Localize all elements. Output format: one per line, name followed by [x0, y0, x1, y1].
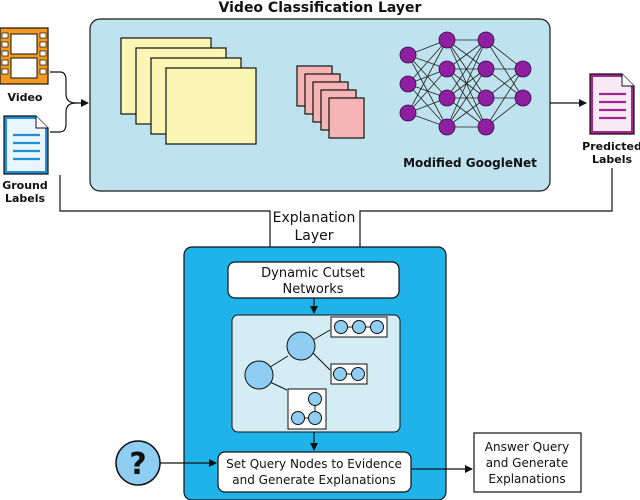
dynamic-cutset-networks-title-line2: Networks — [282, 282, 343, 297]
leaf-node — [352, 320, 366, 334]
neuron — [399, 75, 417, 93]
input-connectors — [50, 71, 89, 133]
video-classification-layer-title: Video Classification Layer — [219, 0, 422, 16]
neural-network-edge — [407, 39, 448, 85]
answer-query-line2: and Generate — [486, 456, 568, 470]
answer-query-line3: Explanations — [488, 472, 565, 486]
ground-labels-label-line2: Labels — [5, 192, 46, 205]
yellow-feature-maps — [120, 37, 257, 145]
neuron — [399, 104, 417, 122]
pink-feature-map-5 — [328, 97, 365, 139]
dynamic-cutset-networks-title-line1: Dynamic Cutset — [261, 266, 365, 281]
neural-network-edge — [446, 39, 487, 128]
video-icon — [0, 27, 49, 85]
neuron — [477, 118, 495, 136]
ground-labels-document-icon — [3, 115, 49, 175]
leaf-node — [333, 367, 347, 381]
leaf-node — [351, 367, 365, 381]
neuron — [438, 89, 456, 107]
predicted-labels-label-line2: Labels — [592, 153, 633, 166]
leaf-node — [370, 320, 384, 334]
ground-labels-label-line1: Ground — [2, 179, 48, 192]
neural-network-edge — [485, 68, 524, 128]
neuron — [477, 89, 495, 107]
neuron — [514, 60, 532, 78]
cutset-root-node — [244, 360, 274, 390]
neuron — [438, 118, 456, 136]
answer-query-line1: Answer Query — [485, 440, 569, 454]
video-label: Video — [8, 91, 43, 104]
leaf-node — [334, 320, 348, 334]
neural-network-edge — [407, 39, 448, 114]
neural-network-nodes — [399, 31, 532, 136]
neuron — [514, 89, 532, 107]
svg-text:?: ? — [129, 447, 146, 482]
set-query-nodes-line1: Set Query Nodes to Evidence — [226, 457, 402, 471]
neural-network-edge — [446, 39, 487, 99]
explanation-input-connectors — [59, 168, 613, 257]
leaf-node — [291, 411, 305, 425]
leaf-node — [308, 392, 322, 406]
cutset-tree-panel — [231, 314, 401, 433]
predicted-labels-label-line1: Predicted — [582, 140, 640, 153]
neuron — [477, 31, 495, 49]
set-query-nodes-line2: and Generate Explanations — [232, 473, 395, 487]
neural-network-edge — [446, 68, 487, 128]
model-name: Modified GoogleNet — [403, 156, 537, 170]
set-query-nodes-box — [217, 451, 412, 493]
predicted-labels-document-icon — [589, 73, 635, 135]
cutset-internal-node — [286, 331, 316, 361]
explanation-layer-title-line1: Explanation — [273, 210, 356, 226]
neuron — [477, 60, 495, 78]
leaf-node — [308, 411, 322, 425]
yellow-feature-map-4 — [165, 67, 257, 145]
answer-query-box — [473, 432, 582, 493]
neural-network-edge — [407, 68, 448, 114]
neuron — [438, 60, 456, 78]
cutset-tree-edges — [269, 329, 331, 391]
pink-feature-maps — [296, 65, 365, 139]
question-icon: ? — [115, 440, 161, 486]
neuron — [399, 46, 417, 64]
explanation-layer-title-line2: Layer — [294, 228, 333, 244]
neuron — [438, 31, 456, 49]
